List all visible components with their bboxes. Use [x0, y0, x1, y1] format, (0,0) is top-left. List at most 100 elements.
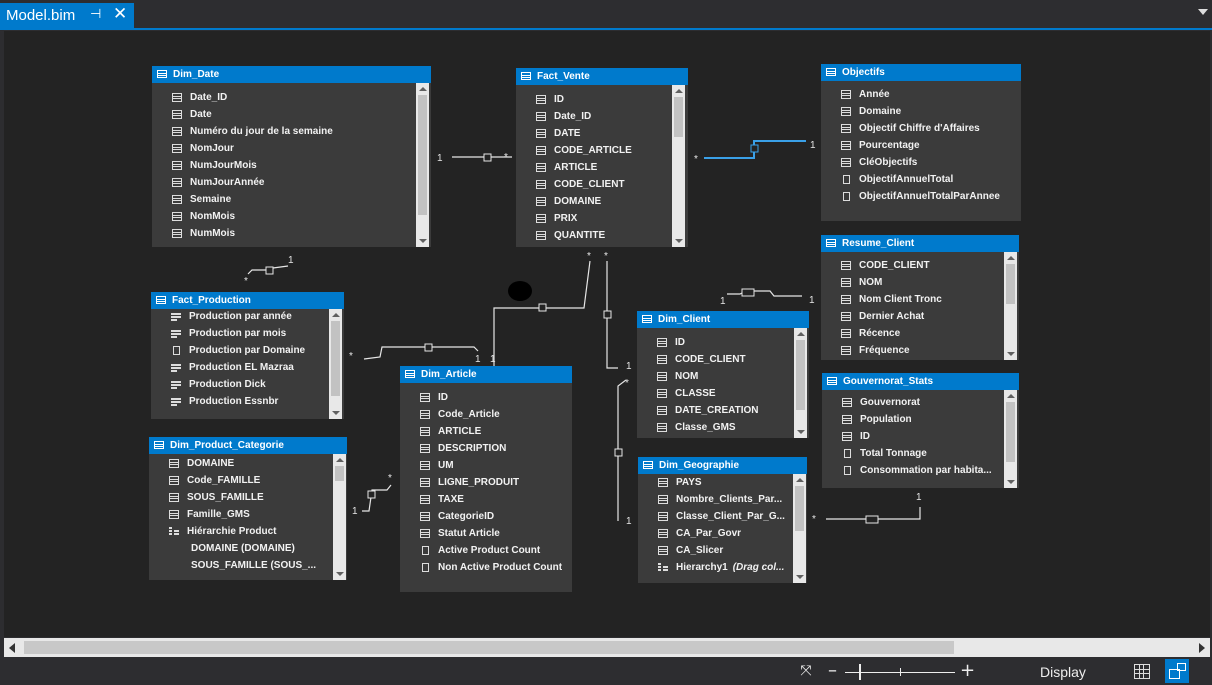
horizontal-scroll-thumb[interactable] [24, 641, 954, 654]
scroll-left-arrow-icon[interactable] [9, 643, 15, 653]
close-icon[interactable]: ✕ [113, 4, 128, 24]
zoom-in-button[interactable]: + [960, 660, 976, 681]
field-item[interactable]: NOM [839, 274, 1002, 291]
field-item[interactable]: Objectif Chiffre d'Affaires [839, 120, 1017, 137]
field-item[interactable]: Production Dick [169, 376, 327, 393]
field-item[interactable]: Numéro du jour de la semaine [170, 123, 414, 140]
scroll-thumb[interactable] [795, 486, 804, 531]
field-item[interactable]: DATE_CREATION [655, 402, 792, 419]
field-item[interactable]: Non Active Product Count [418, 559, 568, 576]
field-item[interactable]: TAXE [418, 491, 568, 508]
field-item[interactable]: Production Essnbr [169, 393, 327, 410]
field-item[interactable]: Date_ID [170, 89, 414, 106]
scroll-up-arrow-icon[interactable] [332, 313, 340, 317]
field-item[interactable]: ObjectifAnnuelTotalParAnnee [839, 188, 1017, 205]
field-item[interactable]: Nom Client Tronc [839, 291, 1002, 308]
field-item[interactable]: NOM [655, 368, 792, 385]
table-vertical-scrollbar[interactable] [416, 83, 429, 247]
field-item[interactable]: CODE_CLIENT [534, 176, 670, 193]
table-vertical-scrollbar[interactable] [794, 328, 807, 438]
field-item[interactable]: Production par année [169, 308, 327, 325]
pin-icon[interactable]: ⊣ [90, 7, 102, 22]
scroll-up-arrow-icon[interactable] [1007, 256, 1015, 260]
field-item[interactable]: DATE [534, 125, 670, 142]
field-item[interactable]: NomJour [170, 140, 414, 157]
field-item[interactable]: Date_ID [534, 108, 670, 125]
field-item[interactable]: NomMois [170, 208, 414, 225]
field-item[interactable]: ID [534, 91, 670, 108]
scroll-down-arrow-icon[interactable] [797, 430, 805, 434]
field-item[interactable]: Active Product Count [418, 542, 568, 559]
field-item[interactable]: Gouvernorat [840, 394, 1002, 411]
grid-view-icon[interactable] [1134, 664, 1150, 679]
field-item[interactable]: NumMois [170, 225, 414, 242]
table-vertical-scrollbar[interactable] [672, 85, 685, 247]
table-header[interactable]: Resume_Client [821, 235, 1019, 252]
table-vertical-scrollbar[interactable] [1004, 252, 1017, 360]
field-item[interactable]: CODE_ARTICLE [534, 142, 670, 159]
scroll-up-arrow-icon[interactable] [419, 87, 427, 91]
scroll-thumb[interactable] [335, 466, 344, 481]
field-item[interactable]: CA_Slicer [656, 542, 791, 559]
scroll-down-arrow-icon[interactable] [675, 239, 683, 243]
scroll-down-arrow-icon[interactable] [1007, 352, 1015, 356]
field-item[interactable]: QUANTITE [534, 227, 670, 244]
field-item[interactable]: Production EL Mazraa [169, 359, 327, 376]
scroll-up-arrow-icon[interactable] [796, 478, 804, 482]
diagram-view-icon[interactable] [1165, 659, 1189, 683]
table-header[interactable]: Dim_Date [152, 66, 431, 83]
table-header[interactable]: Fact_Production [151, 292, 344, 309]
scroll-thumb[interactable] [1006, 264, 1015, 304]
scroll-up-arrow-icon[interactable] [797, 332, 805, 336]
scroll-thumb[interactable] [674, 97, 683, 137]
field-item[interactable]: Dernier Achat [839, 308, 1002, 325]
field-item[interactable]: CODE_CLIENT [839, 257, 1002, 274]
field-item[interactable]: Classe_GMS [655, 419, 792, 436]
field-item[interactable]: Code_Article [418, 406, 568, 423]
field-item[interactable]: LIGNE_PRODUIT [418, 474, 568, 491]
table-vertical-scrollbar[interactable] [793, 474, 806, 583]
field-item[interactable]: Famille_GMS [167, 506, 331, 523]
scroll-down-arrow-icon[interactable] [1007, 480, 1015, 484]
field-item[interactable]: UM [418, 457, 568, 474]
field-item[interactable]: Fréquence [839, 342, 1002, 358]
field-item[interactable]: SOUS_FAMILLE [167, 489, 331, 506]
field-item[interactable]: Statut Article [418, 525, 568, 542]
field-item[interactable]: Population [840, 411, 1002, 428]
tab-model-bim[interactable]: Model.bim ⊣ ✕ [0, 3, 134, 30]
field-item[interactable]: Classe_Client_Par_G... [656, 508, 791, 525]
field-item[interactable]: CLASSE [655, 385, 792, 402]
table-vertical-scrollbar[interactable] [333, 454, 346, 580]
scroll-thumb[interactable] [796, 340, 805, 410]
table-header[interactable]: Objectifs [821, 64, 1021, 81]
table-header[interactable]: Fact_Vente [516, 68, 688, 85]
table-header[interactable]: Dim_Product_Categorie [149, 437, 347, 454]
field-item[interactable]: Hierarchy1(Drag col... [656, 559, 791, 576]
field-item[interactable]: DESCRIPTION [418, 440, 568, 457]
field-item[interactable]: Production par mois [169, 325, 327, 342]
field-item[interactable]: Pourcentage [839, 137, 1017, 154]
scroll-down-arrow-icon[interactable] [332, 411, 340, 415]
field-item[interactable]: NumJourMois [170, 157, 414, 174]
field-item[interactable]: Récence [839, 325, 1002, 342]
table-header[interactable]: Dim_Geographie [638, 457, 807, 474]
scroll-down-arrow-icon[interactable] [796, 575, 804, 579]
scroll-up-arrow-icon[interactable] [1007, 394, 1015, 398]
field-item[interactable]: ID [418, 389, 568, 406]
scroll-down-arrow-icon[interactable] [336, 572, 344, 576]
table-header[interactable]: Dim_Article [400, 366, 572, 383]
zoom-slider-thumb[interactable] [859, 664, 861, 680]
scroll-up-arrow-icon[interactable] [336, 458, 344, 462]
field-item[interactable]: PAYS [656, 474, 791, 491]
field-item[interactable]: DOMAINE [534, 193, 670, 210]
table-header[interactable]: Gouvernorat_Stats [822, 373, 1019, 390]
scroll-up-arrow-icon[interactable] [675, 89, 683, 93]
field-item[interactable]: CléObjectifs [839, 154, 1017, 171]
